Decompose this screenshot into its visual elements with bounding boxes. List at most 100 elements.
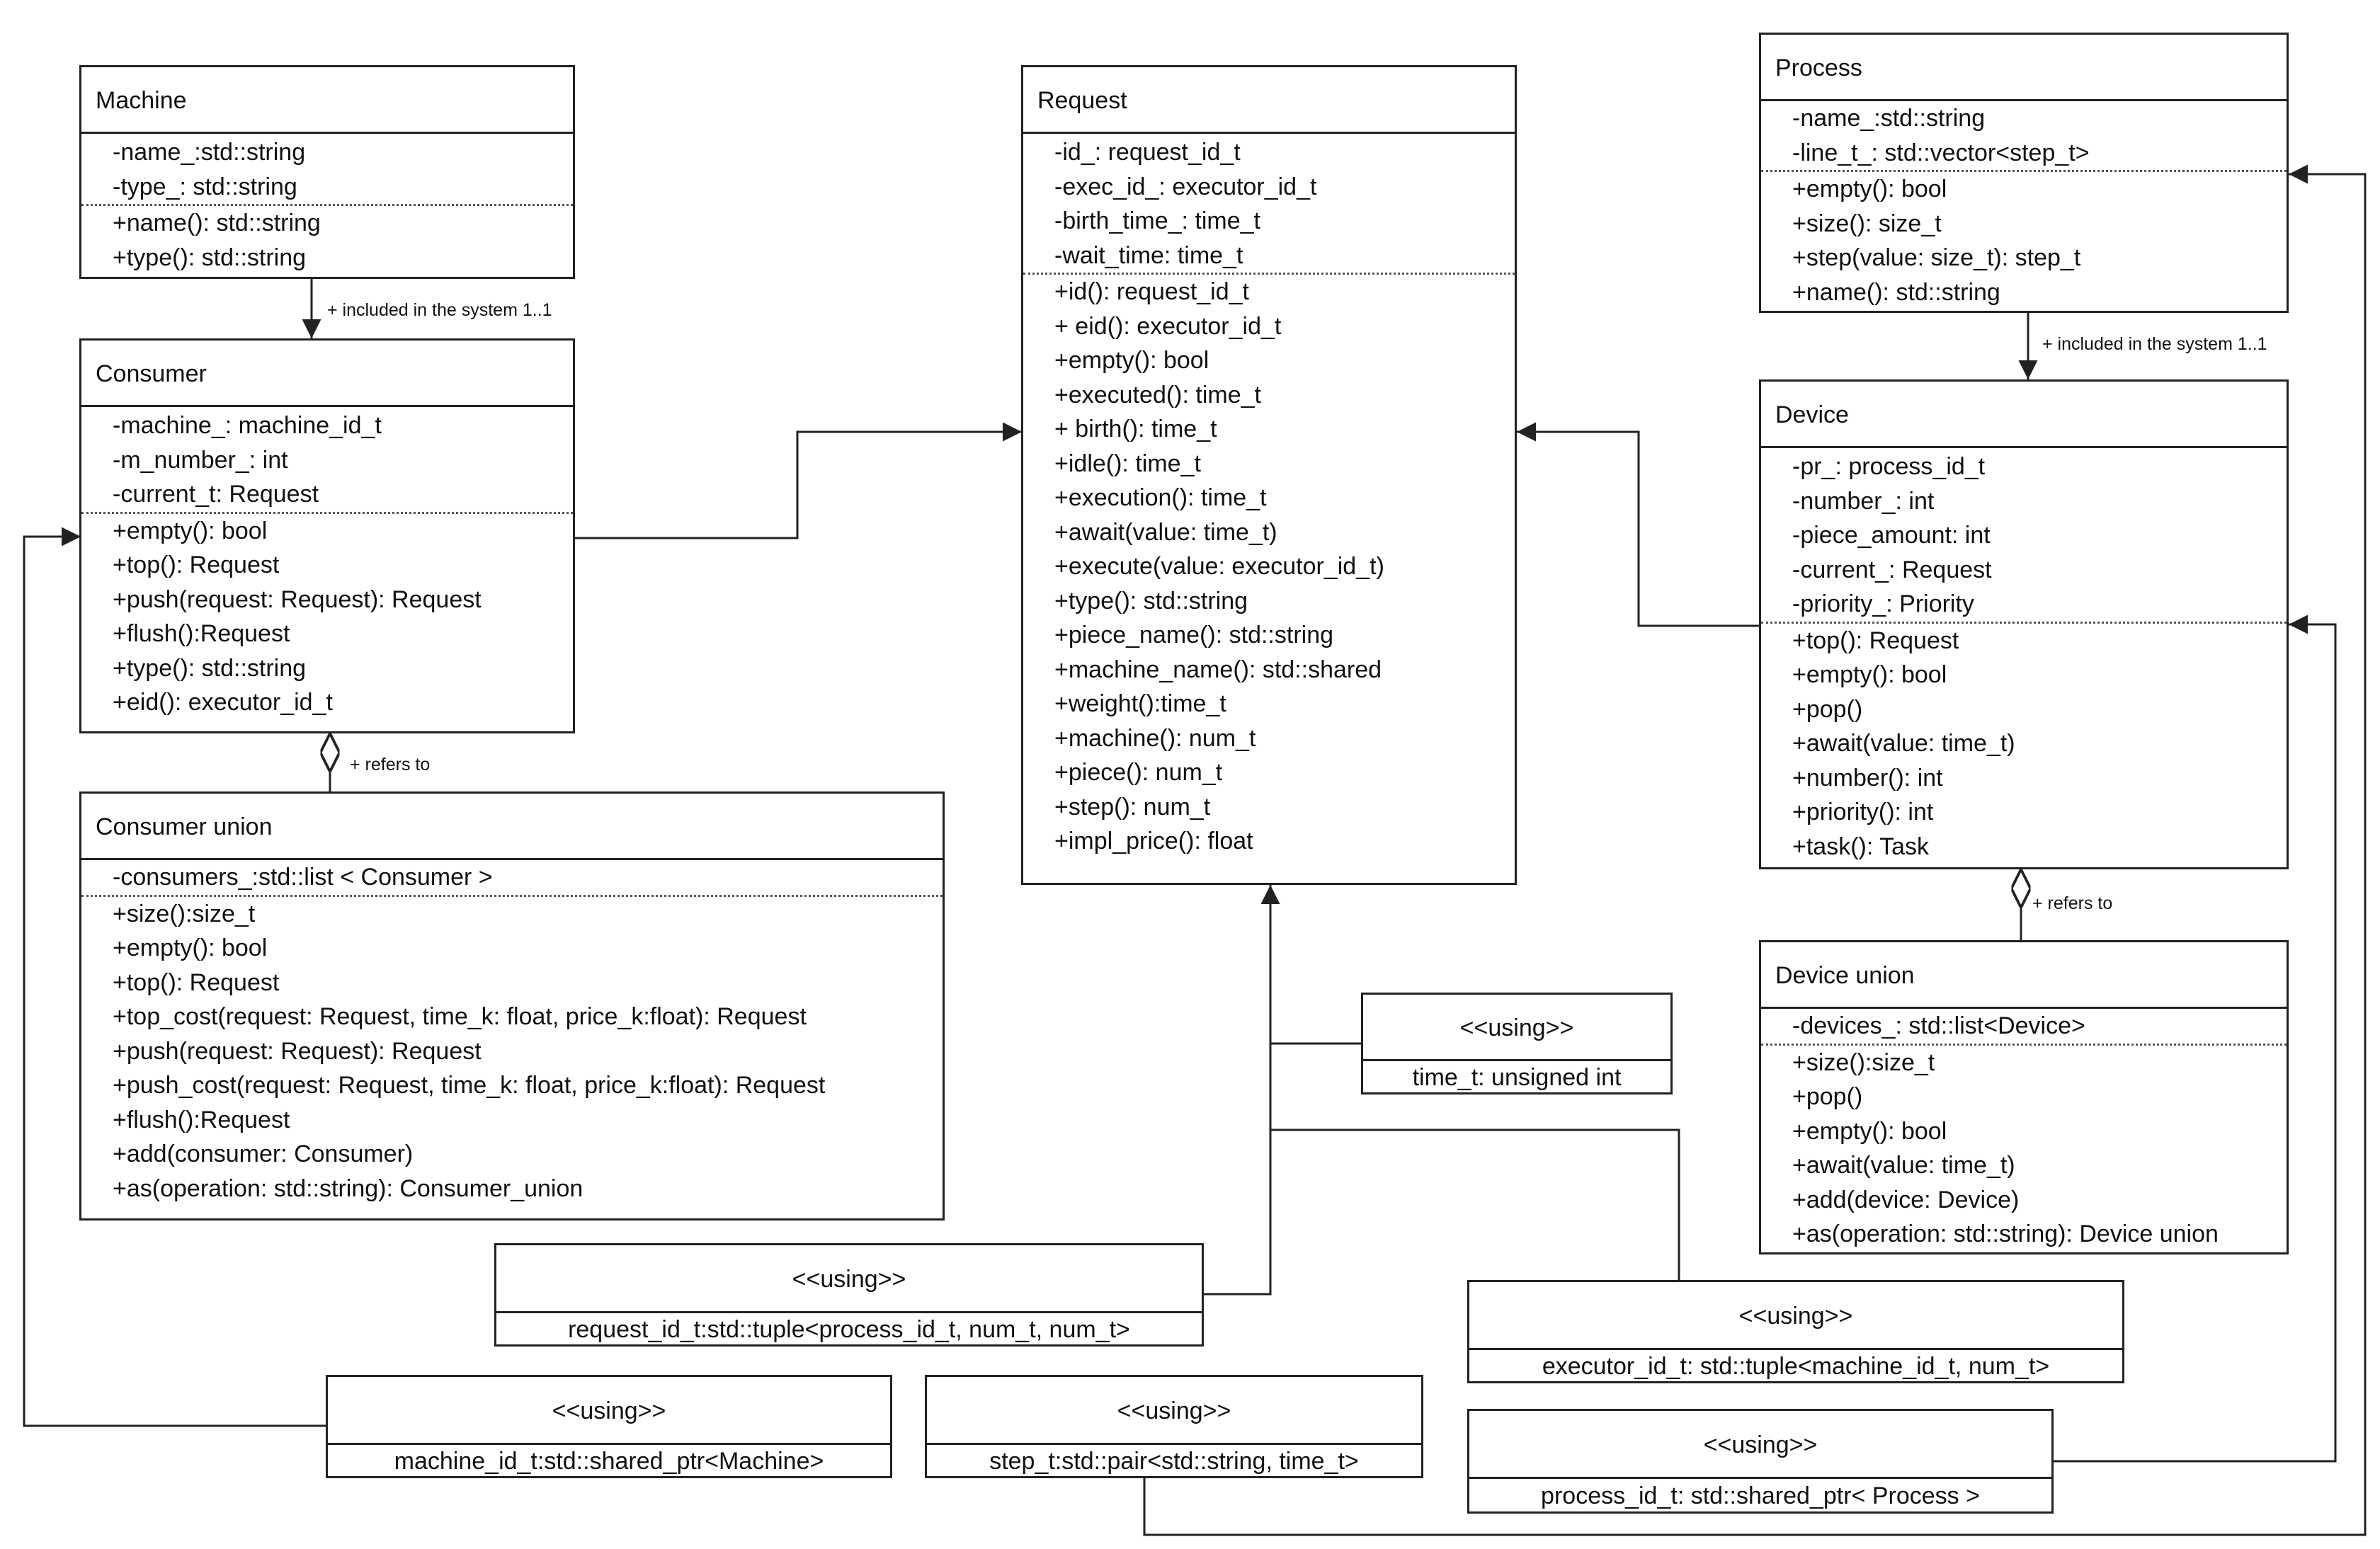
divider — [81, 204, 573, 206]
method: +machine(): num_t — [1054, 724, 1256, 752]
class-device[interactable]: Device -pr_: process_id_t -number_: int … — [1759, 379, 2289, 869]
using-text: executor_id_t: std::tuple<machine_id_t, … — [1542, 1353, 2050, 1380]
method: +await(value: time_t) — [1054, 518, 1277, 546]
class-body: -machine_: machine_id_t -m_number_: int … — [81, 407, 573, 720]
using-stereotype: <<using>> — [328, 1377, 890, 1445]
method: +top(): Request — [113, 968, 280, 996]
class-title: Device — [1761, 382, 2287, 448]
device-union-relation-label: + refers to — [2032, 893, 2113, 913]
using-process-id-t[interactable]: <<using>> process_id_t: std::shared_ptr<… — [1467, 1409, 2054, 1514]
method: +piece_name(): std::string — [1054, 622, 1334, 648]
class-body: -id_: request_id_t -exec_id_: executor_i… — [1023, 134, 1515, 859]
method: +add(consumer: Consumer) — [113, 1141, 414, 1167]
method: +weight():time_t — [1054, 690, 1226, 717]
divider — [1761, 1043, 2287, 1046]
method: +name(): std::string — [1792, 278, 2000, 306]
class-title: Device union — [1761, 942, 2287, 1009]
method: +await(value: time_t) — [1792, 1152, 2015, 1179]
using-request-id-t[interactable]: <<using>> request_id_t:std::tuple<proces… — [494, 1243, 1204, 1347]
machine-id-to-consumer-line — [23, 527, 327, 1427]
method: +executed(): time_t — [1054, 381, 1261, 408]
attribute: -m_number_: int — [113, 446, 288, 474]
using-step-t[interactable]: <<using>> step_t:std::pair<std::string, … — [925, 1375, 1423, 1478]
class-request[interactable]: Request -id_: request_id_t -exec_id_: ex… — [1021, 65, 1517, 885]
method: +name(): std::string — [113, 210, 321, 236]
using-stereotype: <<using>> — [1469, 1411, 2051, 1479]
using-machine-id-t[interactable]: <<using>> machine_id_t:std::shared_ptr<M… — [326, 1375, 892, 1478]
method: +task(): Task — [1792, 833, 1930, 860]
executor-id-line — [1270, 1128, 1680, 1280]
method: +as(operation: std::string): Consumer_un… — [113, 1174, 583, 1202]
process-id-to-device-line — [2052, 615, 2337, 1463]
method: +step(): num_t — [1054, 793, 1211, 821]
using-stereotype: <<using>> — [1363, 995, 1670, 1061]
using-text: time_t: unsigned int — [1412, 1064, 1622, 1091]
attribute: -wait_time: time_t — [1054, 241, 1243, 269]
method: +push(request: Request): Request — [113, 585, 482, 613]
using-stereotype: <<using>> — [1469, 1282, 2122, 1350]
attribute: -machine_: machine_id_t — [113, 412, 382, 439]
method: +await(value: time_t) — [1792, 730, 2015, 757]
class-process[interactable]: Process -name_:std::string -line_t_: std… — [1759, 33, 2289, 313]
method: +size(): size_t — [1792, 210, 1942, 237]
class-title: Consumer — [81, 341, 573, 407]
method: + birth(): time_t — [1054, 416, 1217, 442]
divider — [81, 894, 943, 897]
attribute: -number_: int — [1792, 487, 1935, 515]
method: +empty(): bool — [1792, 176, 1947, 202]
method: +idle(): time_t — [1054, 450, 1201, 477]
method: +priority(): int — [1792, 799, 1934, 825]
divider — [1761, 170, 2287, 172]
class-consumer-union[interactable]: Consumer union -consumers_:std::list < C… — [79, 791, 945, 1221]
attribute: -current_: Request — [1792, 556, 1992, 583]
method: +eid(): executor_id_t — [113, 689, 333, 716]
using-text: step_t:std::pair<std::string, time_t> — [989, 1448, 1359, 1475]
class-body: -name_:std::string -type_: std::string +… — [81, 134, 573, 275]
method: +type(): std::string — [113, 654, 307, 682]
method: + eid(): executor_id_t — [1054, 312, 1282, 340]
divider — [81, 511, 573, 514]
method: +impl_price(): float — [1054, 828, 1253, 854]
process-device-relation-label: + included in the system 1..1 — [2042, 334, 2267, 354]
attribute: -current_t: Request — [113, 481, 319, 508]
attribute: -name_:std::string — [1792, 105, 1986, 132]
class-body: -consumers_:std::list < Consumer > +size… — [81, 860, 943, 1206]
class-body: -pr_: process_id_t -number_: int -piece_… — [1761, 448, 2287, 864]
divider — [1023, 273, 1515, 275]
request-id-to-request-line — [1202, 885, 1280, 1296]
attribute: -birth_time_: time_t — [1054, 207, 1260, 234]
method: +add(device: Device) — [1792, 1186, 2020, 1213]
method: +flush():Request — [113, 1106, 290, 1133]
method: +empty(): bool — [1054, 347, 1209, 374]
method: +top(): Request — [113, 551, 280, 578]
method: +id(): request_id_t — [1054, 278, 1249, 305]
using-text: process_id_t: std::shared_ptr< Process > — [1541, 1482, 1980, 1509]
method: +pop() — [1792, 695, 1863, 723]
device-to-request-line — [1517, 422, 1759, 627]
method: +flush():Request — [113, 620, 290, 647]
class-machine[interactable]: Machine -name_:std::string -type_: std::… — [79, 65, 575, 279]
attribute: -name_:std::string — [113, 139, 306, 166]
attribute: -piece_amount: int — [1792, 522, 1991, 549]
method: +pop() — [1792, 1083, 1863, 1110]
method: +number(): int — [1792, 764, 1943, 791]
using-stereotype: <<using>> — [496, 1245, 1202, 1313]
class-title: Consumer union — [81, 794, 943, 860]
class-device-union[interactable]: Device union -devices_: std::list<Device… — [1759, 940, 2289, 1254]
using-time-t[interactable]: <<using>> time_t: unsigned int — [1361, 993, 1673, 1094]
using-text: machine_id_t:std::shared_ptr<Machine> — [394, 1448, 824, 1475]
method: +piece(): num_t — [1054, 759, 1223, 786]
method: +machine_name(): std::shared — [1054, 656, 1382, 683]
class-consumer[interactable]: Consumer -machine_: machine_id_t -m_numb… — [79, 338, 575, 733]
using-stereotype: <<using>> — [927, 1377, 1421, 1445]
method: +empty(): bool — [1792, 661, 1947, 688]
method: +top_cost(request: Request, time_k: floa… — [113, 1003, 807, 1030]
using-text: request_id_t:std::tuple<process_id_t, nu… — [568, 1316, 1130, 1343]
method: +step(value: size_t): step_t — [1792, 244, 2081, 271]
using-executor-id-t[interactable]: <<using>> executor_id_t: std::tuple<mach… — [1467, 1280, 2124, 1383]
method: +type(): std::string — [1054, 587, 1248, 615]
attribute: -line_t_: std::vector<step_t> — [1792, 139, 2090, 166]
method: +execution(): time_t — [1054, 484, 1267, 511]
method: +empty(): bool — [113, 934, 268, 961]
